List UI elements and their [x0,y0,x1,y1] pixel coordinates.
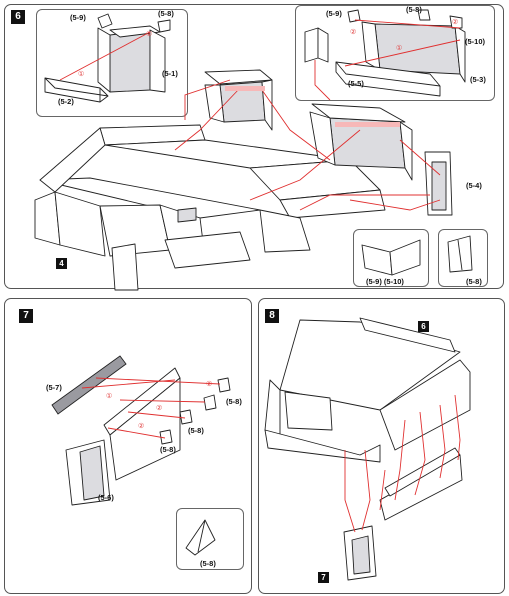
label-5-2: (5-2) [58,97,74,106]
label-5-8: (5-8) [160,445,176,454]
part-marker-6: 6 [418,321,429,332]
label-5-8: (5-8) [158,9,174,18]
step-8-assembly [264,317,471,581]
callout-2: ② [146,30,152,38]
label-5-9-5-10: (5-9) (5-10) [366,277,404,286]
step-6-assembly [34,60,453,291]
label-5-10: (5-10) [465,37,486,46]
part-5-1-drawing [44,13,171,103]
label-5-8: (5-8) [200,559,216,568]
label-5-8: (5-8) [226,397,242,406]
label-5-1: (5-1) [162,69,178,78]
callout-2: ② [350,28,356,36]
callout-2: ② [206,380,212,388]
label-5-7: (5-7) [46,383,62,392]
label-5-3: (5-3) [470,75,486,84]
label-5-8: (5-8) [406,5,422,14]
part-marker-7: 7 [318,572,329,583]
callout-1: ① [106,392,112,400]
label-5-8: (5-8) [466,277,482,286]
part-marker-4: 4 [56,258,67,269]
callout-2: ② [138,422,144,430]
part-5-8-drawing-a [447,235,473,273]
step-7-assembly [51,355,231,506]
callout-2: ② [156,404,162,412]
callout-2: ② [452,18,458,26]
label-5-9: (5-9) [70,13,86,22]
label-5-5: (5-5) [348,79,364,88]
step-number-8: 8 [265,309,279,323]
callout-1: ① [396,44,402,52]
callout-1: ① [78,70,84,78]
part-5-9-5-10-drawing [361,239,421,276]
label-5-8: (5-8) [188,426,204,435]
label-5-6: (5-6) [98,493,114,502]
part-5-3-drawing [304,9,466,97]
label-5-9: (5-9) [326,9,342,18]
step-number-7: 7 [19,309,33,323]
step-number-6: 6 [11,10,25,24]
label-5-4: (5-4) [466,181,482,190]
part-5-8-drawing-b [185,519,216,556]
